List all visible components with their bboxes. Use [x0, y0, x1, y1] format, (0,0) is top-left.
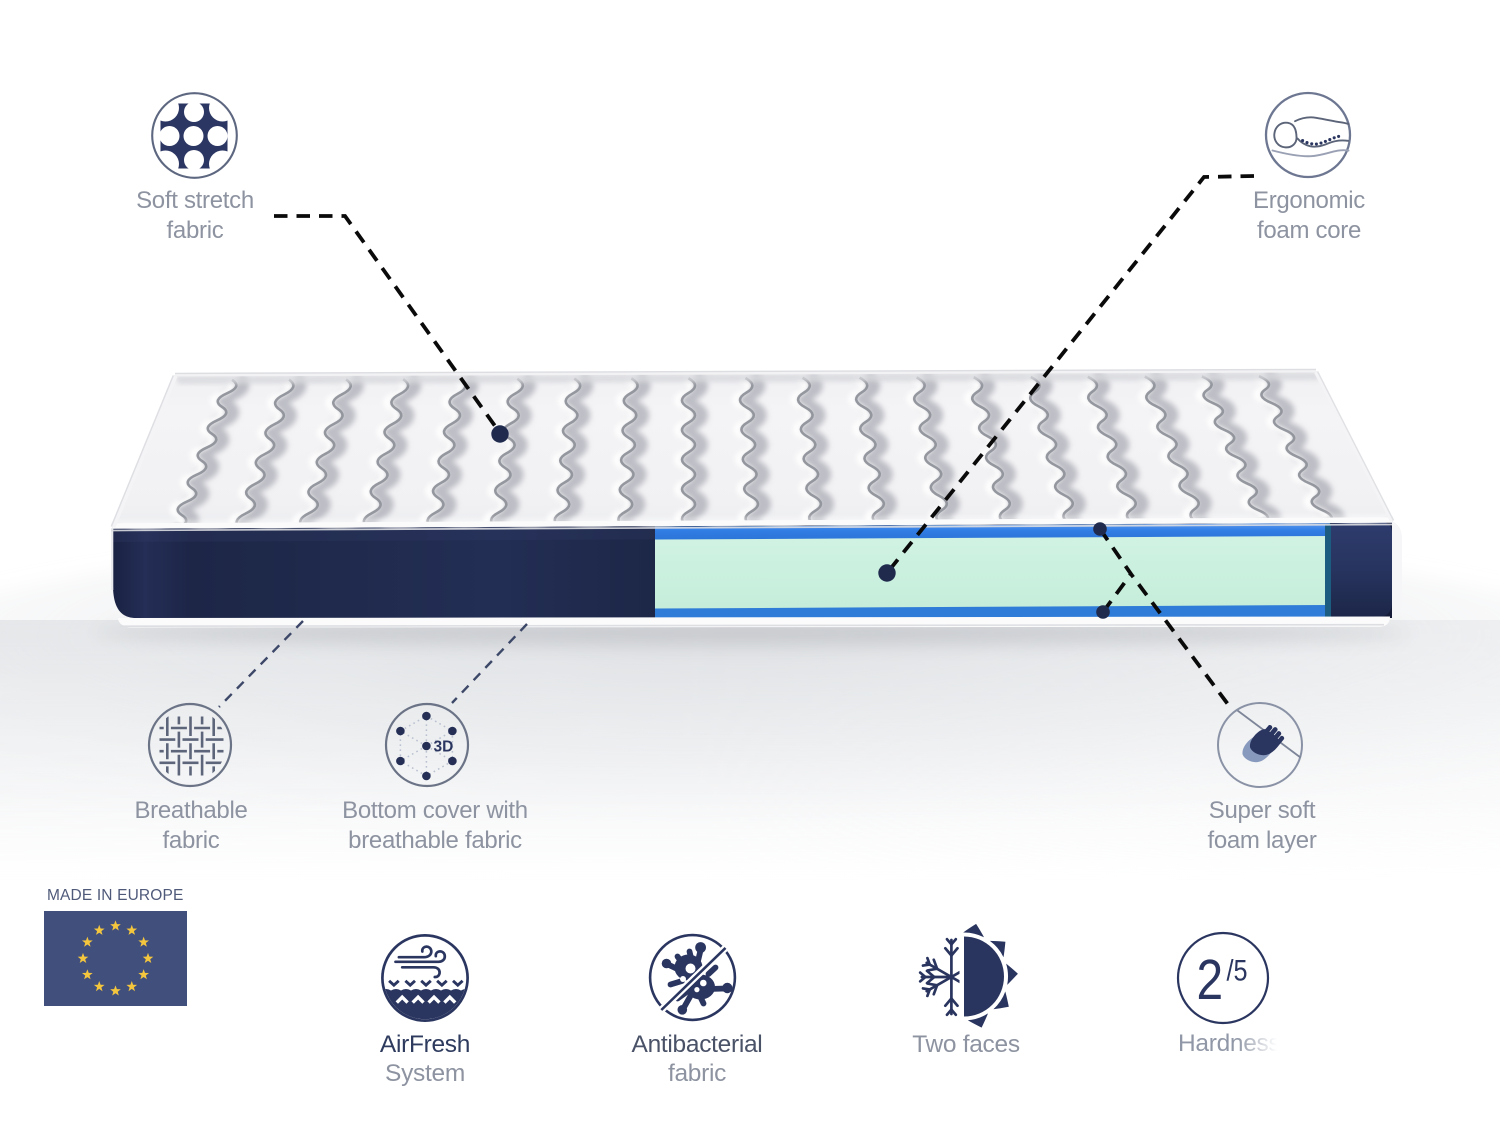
svg-text:3D: 3D	[434, 739, 454, 756]
svg-text:/5: /5	[1227, 953, 1248, 987]
svg-text:2: 2	[1196, 948, 1223, 1012]
